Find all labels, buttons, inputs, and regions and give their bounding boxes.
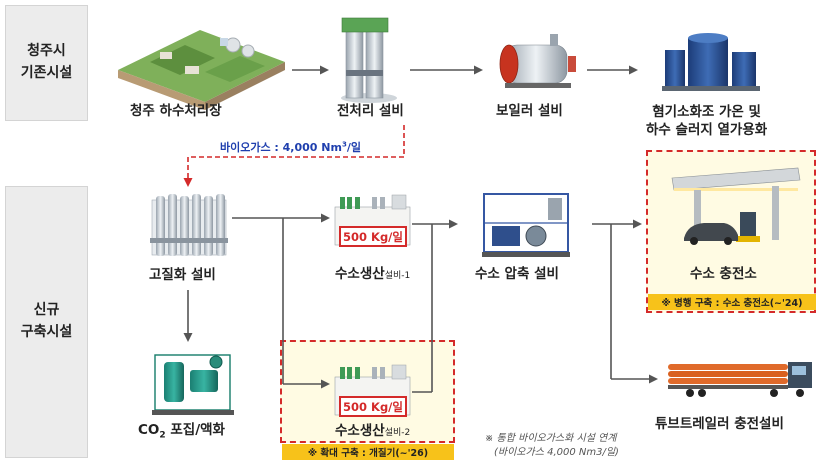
caption-upgrading: 고질화 설비 [149, 267, 216, 283]
caption-h2-production-1: 수소생산설비-1 [335, 266, 411, 282]
compressor-image [482, 193, 570, 257]
tube-trailer-image [668, 362, 812, 397]
caption-tube-trailer: 튜브트레일러 충전설비 [655, 416, 784, 432]
row-label-existing-line2: 기존시설 [20, 65, 73, 81]
footnote-line2: (바이오가스 4,000 Nm3/일) [494, 447, 619, 458]
row-label-new-line1: 신규 [33, 302, 60, 319]
row-label-existing-line1: 청주시 [27, 43, 66, 60]
biogas-flow-label: 바이오가스 : 4,000 Nm3/일 [220, 140, 361, 154]
row-label-new: 신규 구축시설 [5, 186, 88, 458]
caption-boiler: 보일러 설비 [496, 103, 563, 119]
station-image [671, 167, 801, 245]
caption-sewage-plant: 청주 하수처리장 [130, 103, 222, 119]
boiler-image [499, 34, 576, 88]
caption-pretreatment: 전처리 설비 [337, 103, 404, 119]
pretreatment-image [341, 17, 397, 103]
digester-image [662, 33, 760, 91]
expansion-banner: ※ 확대 구축 : 개질기(~'26) [282, 444, 454, 460]
caption-co2-capture: CO2 포집/액화 [138, 422, 225, 441]
caption-digester: 혐기소화조 가온 및 하수 슬러지 열가용화 [646, 104, 768, 139]
caption-station: 수소 충전소 [690, 266, 757, 282]
co2-capture-image [152, 354, 234, 415]
footnote-line1: ※ 통합 바이오가스화 시설 연계 [485, 433, 617, 444]
caption-h2-production-2: 수소생산설비-2 [335, 423, 411, 439]
capacity-badge-2: 500 Kg/일 [339, 396, 407, 417]
station-banner: ※ 병행 구축 : 수소 충전소(~'24) [648, 294, 816, 310]
upgrading-image [150, 194, 228, 256]
sewage-plant-image [118, 30, 285, 110]
row-label-existing: 청주시 기존시설 [5, 5, 88, 121]
caption-compressor: 수소 압축 설비 [475, 266, 559, 282]
row-label-new-line2: 구축시설 [20, 324, 73, 340]
capacity-badge-1: 500 Kg/일 [339, 226, 407, 247]
